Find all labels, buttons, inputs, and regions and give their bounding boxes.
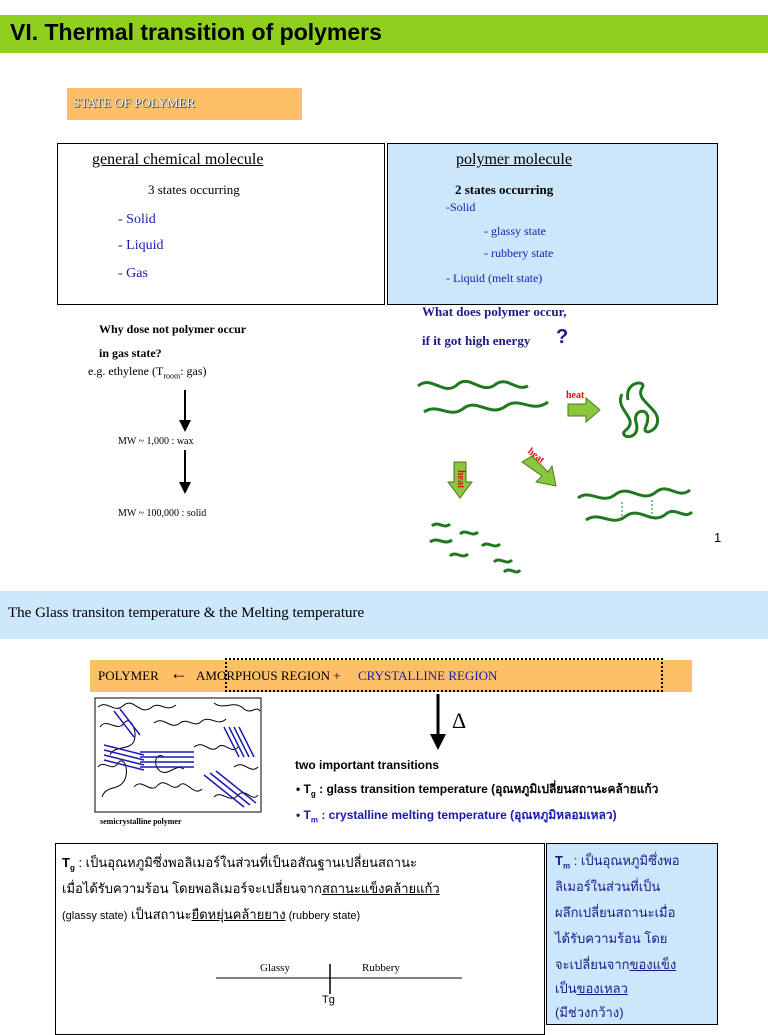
- delta-symbol: Δ: [452, 708, 467, 733]
- tg-box-line3: (glassy state) เป็นสถานะยืดหยุ่นคล้ายยาง…: [62, 907, 361, 922]
- rubbery-label: Rubbery: [362, 962, 400, 974]
- dotted-highlight-box: [225, 658, 663, 692]
- tg-explanation-box: Tg : เป็นอุณหภูมิซึ่งพอลิเมอร์ในส่วนที่เ…: [55, 843, 545, 1035]
- polymer-label: POLYMER: [98, 668, 159, 683]
- mw-arrows: [179, 390, 191, 494]
- heat-label-down: heat: [455, 470, 466, 489]
- polymer-molecule-box: polymer molecule 2 states occurring -Sol…: [387, 143, 718, 305]
- tm-box-line5: จะเปลี่ยนจากของแข็ง: [555, 957, 677, 972]
- general-molecule-box: general chemical molecule 3 states occur…: [57, 143, 385, 305]
- state-gas: - Gas: [118, 266, 148, 281]
- polymer-liquid: - Liquid (melt state): [446, 271, 543, 285]
- semicrystalline-diagram: [94, 697, 262, 813]
- section2-title: The Glass transiton temperature & the Me…: [8, 605, 365, 621]
- why-line1: Why dose not polymer occur: [99, 322, 247, 336]
- example-ethylene: e.g. ethylene (Troom: gas): [88, 364, 207, 381]
- state-of-polymer-label: STATE OF POLYMER: [67, 88, 302, 120]
- glassy-label: Glassy: [260, 962, 290, 974]
- diagram-caption: semicrystalline polymer: [100, 817, 182, 826]
- polymer-rubbery: - rubbery state: [484, 246, 554, 260]
- polymer-solid: -Solid: [446, 200, 476, 214]
- tm-box-line7: (มีช่วงกว้าง): [555, 1005, 624, 1020]
- polymer-glassy: - glassy state: [484, 224, 546, 238]
- general-molecule-heading: general chemical molecule: [92, 151, 264, 168]
- tg-box-line2: เมื่อได้รับความร้อน โดยพอลิเมอร์จะเปลี่ย…: [62, 881, 440, 896]
- tg-line-diagram: [216, 964, 462, 994]
- two-states-text: 2 states occurring: [455, 182, 554, 197]
- amorphous-label: AMORPHOUS REGION +: [196, 668, 341, 683]
- tg-axis-label: Tg: [322, 994, 335, 1006]
- state-solid: - Solid: [118, 212, 156, 227]
- mw-solid: MW ~ 100,000 : solid: [118, 508, 207, 519]
- question-line2: if it got high energy: [422, 333, 531, 348]
- polymer-chain-illustration: [417, 379, 694, 574]
- bullet-icon: •: [296, 782, 301, 796]
- tm-box-line4: ได้รับความร้อน โดย: [555, 931, 668, 946]
- two-transitions-text: two important transitions: [295, 758, 439, 772]
- tm-box-line6: เป็นของเหลว: [555, 981, 628, 996]
- polymer-region-bar: POLYMER ← AMORPHOUS REGION + CRYSTALLINE…: [90, 660, 692, 692]
- polymer-molecule-heading: polymer molecule: [456, 151, 572, 168]
- why-line2: in gas state?: [99, 346, 162, 360]
- crystalline-label: CRYSTALLINE REGION: [358, 668, 498, 683]
- tm-box-line2: ลิเมอร์ในส่วนที่เป็น: [555, 879, 661, 894]
- slide-title: VI. Thermal transition of polymers: [10, 19, 382, 45]
- state-of-polymer-text: STATE OF POLYMER: [73, 95, 195, 110]
- tm-box-line1: Tm : เป็นอุณหภูมิซึ่งพอ: [555, 853, 680, 871]
- state-liquid: - Liquid: [118, 238, 164, 253]
- tg-definition-line: • Tg : glass transition temperature (อุณ…: [296, 782, 659, 799]
- heat-label-right: heat: [566, 390, 585, 401]
- bullet-icon: •: [296, 808, 301, 822]
- tm-box-line3: ผลึกเปลี่ยนสถานะเมื่อ: [555, 905, 676, 920]
- slide-number: 1: [714, 530, 722, 545]
- tm-explanation-box: Tm : เป็นอุณหภูมิซึ่งพอ ลิเมอร์ในส่วนที่…: [546, 843, 718, 1025]
- question-mark: ?: [556, 326, 569, 348]
- mw-wax: MW ~ 1,000 : wax: [118, 436, 194, 447]
- tg-box-line1: Tg : เป็นอุณหภูมิซึ่งพอลิเมอร์ในส่วนที่เ…: [62, 855, 417, 873]
- three-states-text: 3 states occurring: [148, 182, 240, 197]
- left-arrow-icon: ←: [170, 663, 188, 683]
- slide-title-bar: VI. Thermal transition of polymers: [0, 15, 768, 53]
- section2-title-bar: The Glass transiton temperature & the Me…: [0, 591, 768, 639]
- question-line1: What does polymer occur,: [422, 304, 567, 319]
- down-arrow-icon: [430, 694, 446, 750]
- tm-definition-line: • Tm : crystalline melting temperature (…: [296, 808, 617, 825]
